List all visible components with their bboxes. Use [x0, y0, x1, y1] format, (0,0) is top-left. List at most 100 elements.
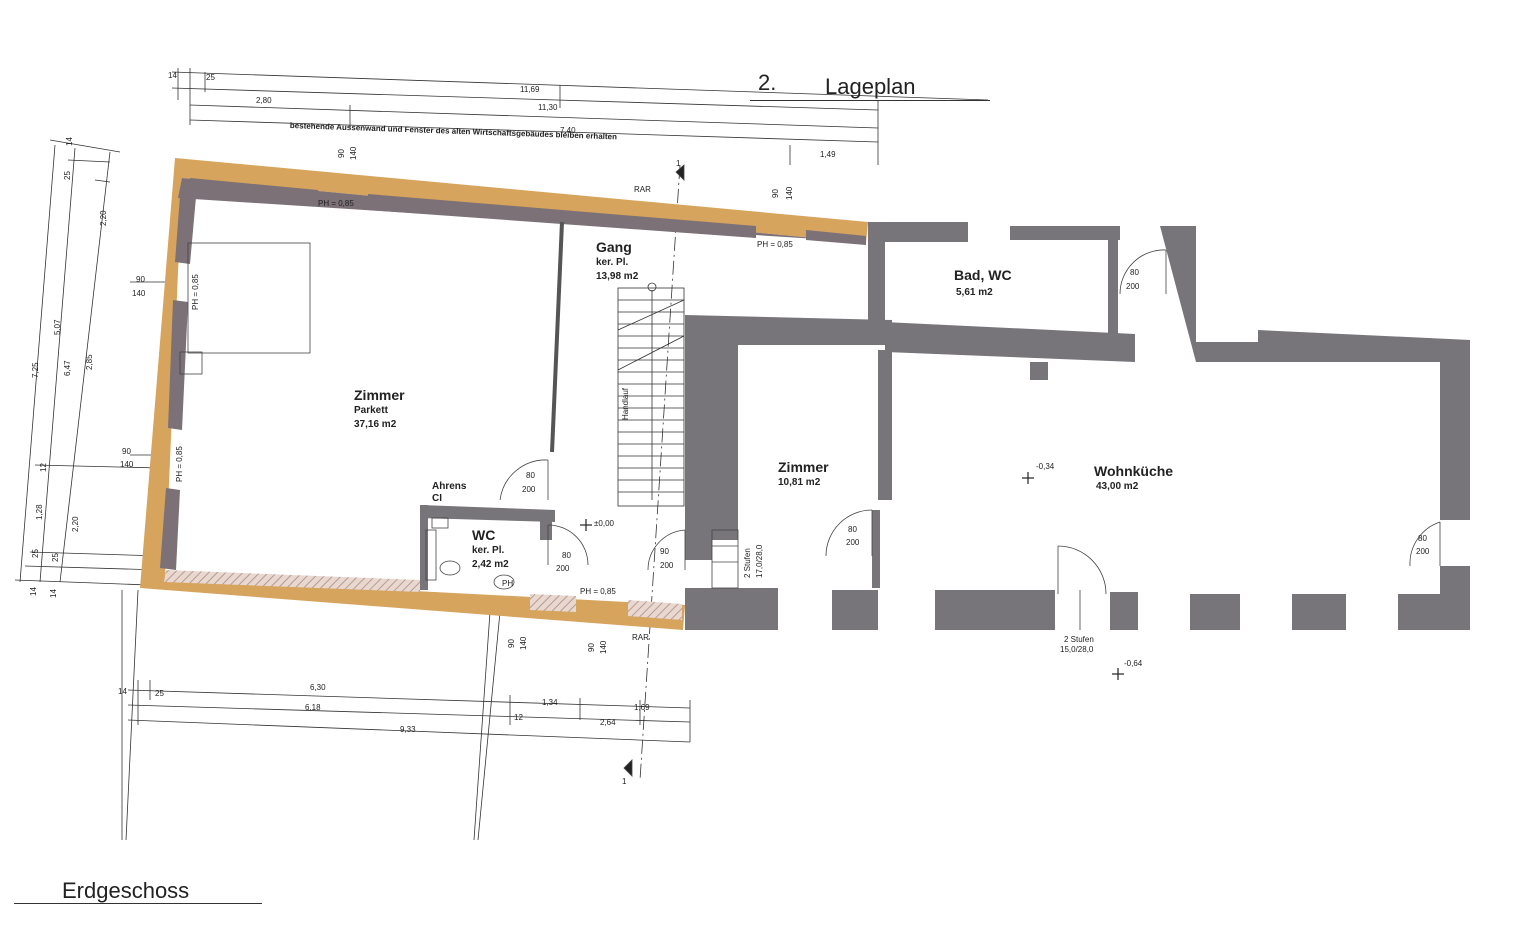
section-number: 2.	[758, 70, 777, 95]
door-200-f: 200	[1416, 547, 1430, 556]
door-80-d: 80	[848, 525, 857, 534]
level-markers	[580, 472, 1124, 680]
dim-left-inner-14: 14	[65, 137, 74, 146]
dim-left-inner-2-20: 2,20	[99, 210, 108, 226]
win-left-140b: 140	[120, 460, 134, 469]
room-bad-name: Bad, WC	[954, 267, 1012, 283]
room-wohnkueche-name: Wohnküche	[1094, 463, 1174, 479]
dim-bottom-12: 12	[514, 713, 523, 722]
stufen-a-dim: 17,0/28,0	[755, 544, 764, 578]
level-zero: ±0,00	[594, 519, 614, 528]
ph-label-bottom: PH = 0,85	[580, 587, 616, 596]
dim-bottom-6-18: 6,18	[305, 703, 321, 712]
dim-top-7-40: 7,40	[560, 126, 576, 135]
dim-left-25: 25	[31, 549, 40, 558]
dim-top-14: 14	[168, 71, 177, 80]
door-200-b: 200	[556, 564, 570, 573]
room-zimmer1-name: Zimmer	[354, 387, 405, 403]
floor-underline	[14, 903, 262, 904]
fixtures	[179, 242, 515, 590]
ph-label-wc: PH	[502, 579, 514, 588]
room-zimmer2-name: Zimmer	[778, 459, 829, 475]
dim-left-14: 14	[29, 587, 38, 596]
win-bottom-90b: 90	[587, 643, 596, 652]
label-ci: CI	[432, 493, 442, 504]
dim-left-inner-2-20b: 2,20	[71, 516, 80, 532]
room-zimmer2-area: 10,81 m2	[778, 477, 821, 488]
dim-left-inner-25b: 25	[51, 553, 60, 562]
door-200-d: 200	[846, 538, 860, 547]
left-wing	[140, 158, 868, 630]
room-bad-area: 5,61 m2	[956, 287, 993, 298]
rar-label-bottom: RAR	[632, 633, 649, 642]
dim-top-1-49: 1,49	[820, 150, 836, 159]
win-top-90b: 90	[771, 189, 780, 198]
section-mark-top: 1	[676, 159, 681, 168]
win-top-140b: 140	[785, 186, 794, 200]
dim-bottom-2-64: 2,64	[600, 718, 616, 727]
door-200-c: 200	[660, 561, 674, 570]
dim-left-5-07: 5,07	[53, 319, 62, 335]
stufen-a: 2 Stufen	[743, 548, 752, 578]
room-zimmer1-area: 37,16 m2	[354, 419, 397, 430]
label-ahrens: Ahrens	[432, 481, 467, 492]
level-a: -0,34	[1036, 462, 1055, 471]
floor-title: Erdgeschoss	[62, 878, 190, 903]
room-gang-name: Gang	[596, 239, 632, 255]
dim-left-7-25: 7,25	[31, 362, 40, 378]
ph-label-top-b: PH = 0,85	[757, 240, 793, 249]
dimension-lines	[14, 68, 989, 841]
section-title: Lageplan	[825, 74, 916, 99]
section-mark-bottom: 1	[622, 777, 627, 786]
room-wohnkueche-area: 43,00 m2	[1096, 481, 1139, 492]
win-bottom-140b: 140	[599, 640, 608, 654]
door-80-b: 80	[562, 551, 571, 560]
right-wing	[420, 222, 1470, 630]
room-gang-floor: ker. Pl.	[596, 257, 629, 268]
dim-bottom-1-34: 1,34	[542, 698, 558, 707]
door-swings	[499, 164, 1441, 777]
door-80-a: 80	[526, 471, 535, 480]
win-left-90b: 90	[122, 447, 131, 456]
stufen-b: 2 Stufen	[1064, 635, 1094, 644]
dim-left-6-47: 6,47	[63, 360, 72, 376]
ph-label-top-a: PH = 0,85	[318, 199, 354, 208]
door-90-c: 90	[660, 547, 669, 556]
room-zimmer1-floor: Parkett	[354, 405, 388, 416]
title-underline	[750, 100, 990, 101]
room-wc-name: WC	[472, 527, 496, 543]
win-top-90a: 90	[337, 149, 346, 158]
door-200-a: 200	[522, 485, 536, 494]
dim-top-25: 25	[206, 73, 215, 82]
stufen-b-dim: 15,0/28,0	[1060, 645, 1094, 654]
dim-bottom-1-69: 1,69	[634, 703, 650, 712]
room-wc-floor: ker. Pl.	[472, 545, 505, 556]
ph-label-left-a: PH = 0,85	[191, 274, 200, 310]
dim-top-11-69: 11,69	[520, 85, 540, 94]
dim-top-2-80: 2,80	[256, 96, 272, 105]
win-left-140a: 140	[132, 289, 146, 298]
door-80-f: 80	[1418, 534, 1427, 543]
win-left-90a: 90	[136, 275, 145, 284]
level-b: -0,64	[1124, 659, 1143, 668]
door-80-e: 80	[1130, 268, 1139, 277]
dim-bottom-25: 25	[155, 689, 164, 698]
win-bottom-90a: 90	[507, 639, 516, 648]
dim-left-12: 12	[39, 463, 48, 472]
win-bottom-140a: 140	[519, 636, 528, 650]
dim-left-inner-25: 25	[63, 171, 72, 180]
dim-left-inner-2-85: 2,85	[85, 354, 94, 370]
label-handlauf: Handlauf	[621, 387, 630, 420]
dim-bottom-9-33: 9,33	[400, 725, 416, 734]
dim-bottom-14: 14	[118, 687, 127, 696]
rar-label-top: RAR	[634, 185, 651, 194]
win-top-140a: 140	[349, 146, 358, 160]
dim-left-1-28: 1,28	[35, 504, 44, 520]
ph-label-left-b: PH = 0,85	[175, 446, 184, 482]
dim-bottom-6-30: 6,30	[310, 683, 326, 692]
room-wc-area: 2,42 m2	[472, 559, 509, 570]
door-200-e: 200	[1126, 282, 1140, 291]
dim-top-11-30: 11,30	[538, 103, 558, 112]
staircase	[617, 282, 685, 507]
